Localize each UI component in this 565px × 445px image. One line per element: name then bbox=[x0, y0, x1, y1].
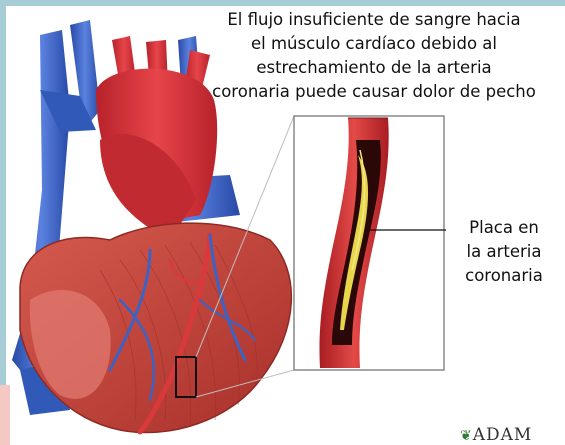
heart-muscle bbox=[20, 223, 291, 432]
diagram-caption: El flujo insuficiente de sangre hacia el… bbox=[186, 8, 562, 104]
adam-logo: ❦ADAM bbox=[460, 425, 532, 445]
leaf-icon: ❦ bbox=[460, 428, 473, 444]
logo-text: ADAM bbox=[473, 425, 533, 445]
plaque-label: Placa en la arteria coronaria bbox=[448, 216, 560, 288]
